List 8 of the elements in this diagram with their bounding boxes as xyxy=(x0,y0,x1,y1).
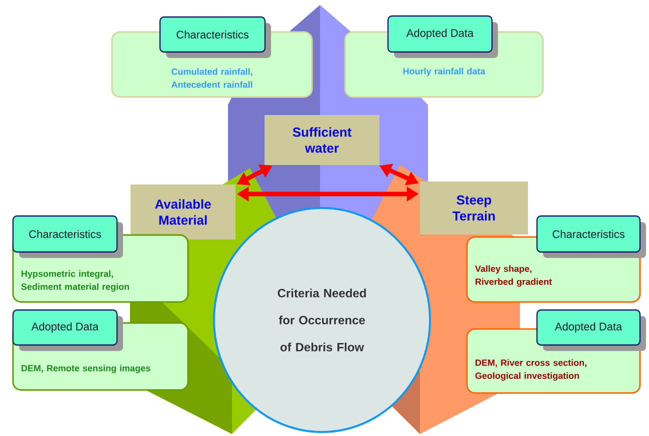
node-label: Characteristics xyxy=(552,230,624,238)
info-card: Adopted Data DEM, River cross section, Geological investigation xyxy=(466,309,646,394)
criterion-box: Sufficient water xyxy=(264,115,380,165)
criterion-box: Steep Terrain xyxy=(420,182,528,234)
criterion-box: Available Material xyxy=(130,184,236,240)
info-card: Adopted Data DEM, Remote sensing images xyxy=(12,309,189,391)
info-card: Adopted Data Hourly rainfall data xyxy=(344,15,544,98)
info-card: Characteristics Cumulated rainfall, Antecedent rainfall xyxy=(111,16,313,98)
